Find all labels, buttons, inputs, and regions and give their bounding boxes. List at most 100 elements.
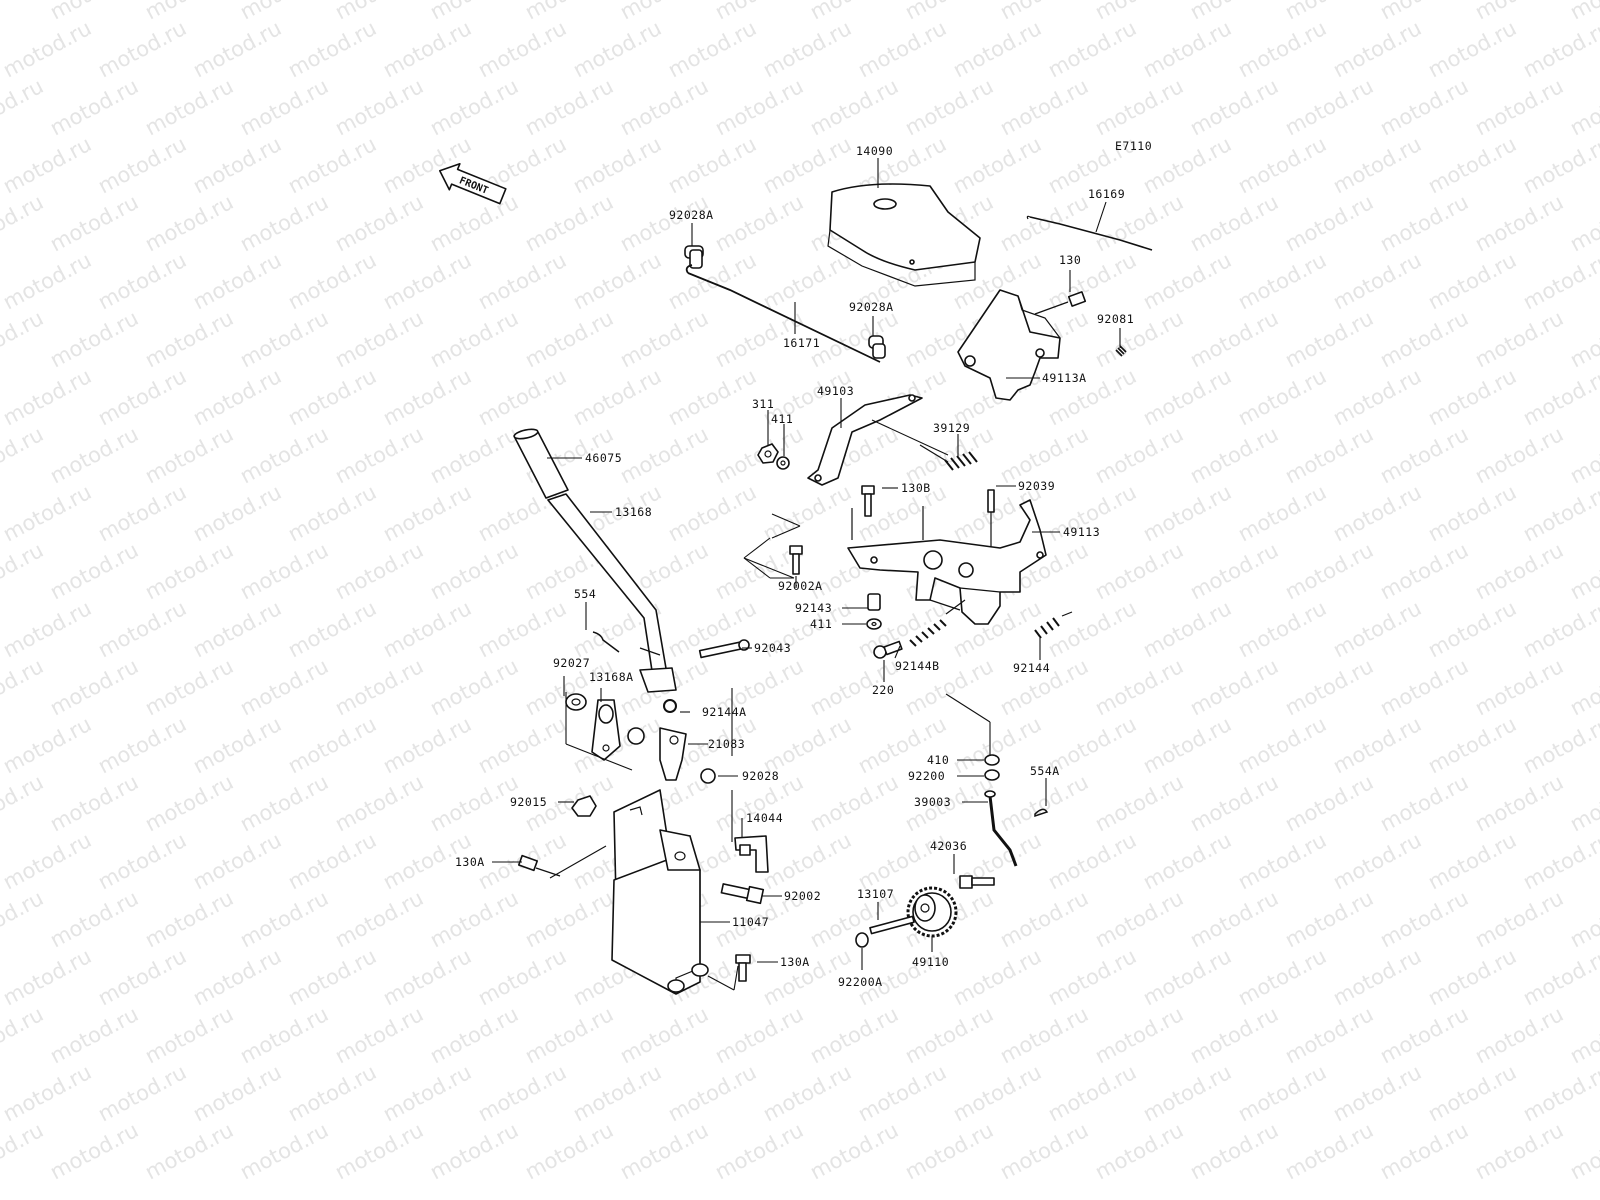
part-label-410: 410 xyxy=(927,753,949,767)
watermark-text: motod.ru xyxy=(569,364,665,430)
part-label-311: 311 xyxy=(752,397,774,411)
pin-92043 xyxy=(698,639,750,659)
watermark-text: motod.ru xyxy=(1139,596,1235,662)
watermark-text: motod.ru xyxy=(0,422,47,488)
watermark-text: motod.ru xyxy=(0,828,95,894)
watermark-text: motod.ru xyxy=(854,828,950,894)
part-label-11047: 11047 xyxy=(732,915,769,929)
part-label-16171: 16171 xyxy=(783,336,820,350)
part-label-130b: 130B xyxy=(901,481,931,495)
watermark-text: motod.ru xyxy=(1566,1002,1600,1068)
watermark-text: motod.ru xyxy=(996,190,1092,256)
watermark-text: motod.ru xyxy=(1566,74,1600,140)
watermark-text: motod.ru xyxy=(284,364,380,430)
part-label-92043: 92043 xyxy=(754,641,791,655)
watermark-text: motod.ru xyxy=(1471,74,1567,140)
watermark-text: motod.ru xyxy=(141,538,237,604)
watermark-text: motod.ru xyxy=(474,596,570,662)
watermark-text: motod.ru xyxy=(236,306,332,372)
watermark-text: motod.ru xyxy=(1186,1118,1282,1184)
watermark-text: motod.ru xyxy=(1281,74,1377,140)
watermark-text: motod.ru xyxy=(1376,770,1472,836)
watermark-text: motod.ru xyxy=(711,1118,807,1184)
watermark-text: motod.ru xyxy=(0,538,47,604)
watermark-text: motod.ru xyxy=(1281,886,1377,952)
bolt-130 xyxy=(1034,291,1087,315)
watermark-text: motod.ru xyxy=(1566,190,1600,256)
part-label-49113a: 49113A xyxy=(1042,371,1087,385)
watermark-text: motod.ru xyxy=(94,248,190,314)
watermark-text: motod.ru xyxy=(0,0,47,24)
watermark-text: motod.ru xyxy=(1091,770,1187,836)
watermark-text: motod.ru xyxy=(284,1060,380,1126)
watermark-text: motod.ru xyxy=(94,596,190,662)
watermark-text: motod.ru xyxy=(1519,480,1600,546)
watermark-text: motod.ru xyxy=(1424,248,1520,314)
watermark-text: motod.ru xyxy=(1329,596,1425,662)
watermark-text: motod.ru xyxy=(0,132,95,198)
watermark-text: motod.ru xyxy=(379,16,475,82)
part-label-13107: 13107 xyxy=(857,887,894,901)
part-label-13168a: 13168A xyxy=(589,670,634,684)
watermark-text: motod.ru xyxy=(331,1118,427,1184)
watermark-text: motod.ru xyxy=(0,1118,47,1184)
part-label-554a: 554A xyxy=(1030,764,1060,778)
watermark-text: motod.ru xyxy=(1281,0,1377,24)
watermark-text: motod.ru xyxy=(1566,1118,1600,1184)
watermark-text: motod.ru xyxy=(664,364,760,430)
watermark-text: motod.ru xyxy=(1186,1002,1282,1068)
watermark-text: motod.ru xyxy=(1186,74,1282,140)
watermark-text: motod.ru xyxy=(141,654,237,720)
watermark-text: motod.ru xyxy=(854,1060,950,1126)
part-label-92028: 92028 xyxy=(742,769,779,783)
watermark-text: motod.ru xyxy=(901,1118,997,1184)
watermark-text: motod.ru xyxy=(1424,16,1520,82)
watermark-text: motod.ru xyxy=(331,422,427,488)
watermark-text: motod.ru xyxy=(236,770,332,836)
watermark-text: motod.ru xyxy=(806,1002,902,1068)
nut-92015 xyxy=(571,795,597,817)
spring-92081 xyxy=(1115,345,1127,357)
watermark-text: motod.ru xyxy=(806,770,902,836)
watermark-text: motod.ru xyxy=(0,654,47,720)
watermark-text: motod.ru xyxy=(236,0,332,24)
watermark-text: motod.ru xyxy=(284,248,380,314)
watermark-text: motod.ru xyxy=(1329,248,1425,314)
watermark-text: motod.ru xyxy=(1281,770,1377,836)
watermark-text: motod.ru xyxy=(1376,886,1472,952)
part-label-14044: 14044 xyxy=(746,811,783,825)
watermark-text: motod.ru xyxy=(664,16,760,82)
watermark-text: motod.ru xyxy=(1424,132,1520,198)
watermark-text: motod.ru xyxy=(901,74,997,140)
watermark-text: motod.ru xyxy=(1186,654,1282,720)
watermark-text: motod.ru xyxy=(0,1060,95,1126)
watermark-text: motod.ru xyxy=(1186,770,1282,836)
watermark-text: motod.ru xyxy=(1186,306,1282,372)
watermark-text: motod.ru xyxy=(189,248,285,314)
clip-92028a-2 xyxy=(868,335,886,359)
watermark-text: motod.ru xyxy=(711,1002,807,1068)
watermark-text: motod.ru xyxy=(759,16,855,82)
bush-92027 xyxy=(565,693,587,711)
watermark-text: motod.ru xyxy=(94,944,190,1010)
nut-311 xyxy=(757,443,779,464)
watermark-text: motod.ru xyxy=(1281,190,1377,256)
watermark-text: motod.ru xyxy=(1234,828,1330,894)
watermark-text: motod.ru xyxy=(1281,1002,1377,1068)
watermark-text: motod.ru xyxy=(1091,422,1187,488)
watermark-text: motod.ru xyxy=(331,538,427,604)
watermark-text: motod.ru xyxy=(521,1118,617,1184)
watermark-text: motod.ru xyxy=(331,0,427,24)
watermark-text: motod.ru xyxy=(1234,944,1330,1010)
watermark-text: motod.ru xyxy=(569,132,665,198)
watermark-text: motod.ru xyxy=(236,654,332,720)
watermark-text: motod.ru xyxy=(1281,306,1377,372)
watermark-text: motod.ru xyxy=(1091,538,1187,604)
watermark-text: motod.ru xyxy=(521,190,617,256)
screw-220 xyxy=(873,640,903,659)
watermark-text: motod.ru xyxy=(1139,480,1235,546)
lever-49103 xyxy=(807,394,923,486)
watermark-text: motod.ru xyxy=(1139,828,1235,894)
part-label-21083: 21083 xyxy=(708,737,745,751)
watermark-text: motod.ru xyxy=(46,886,142,952)
